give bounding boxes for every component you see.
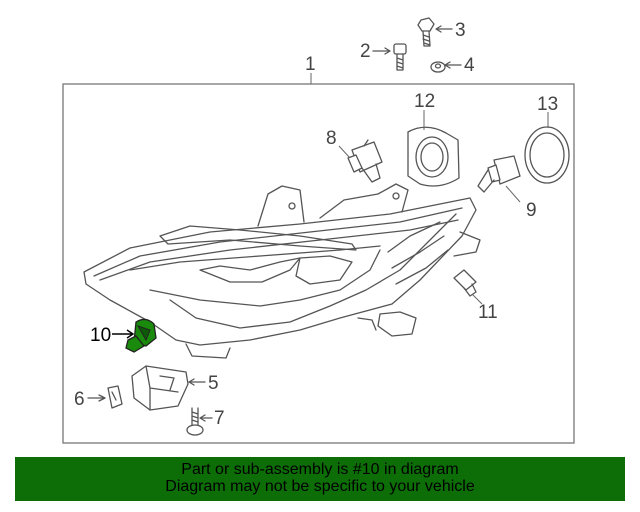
callout-7: 7 xyxy=(214,408,225,429)
callout-9: 9 xyxy=(526,200,537,221)
callout-3: 3 xyxy=(455,20,466,41)
arrow-2 xyxy=(372,47,391,55)
part-3-screw[interactable] xyxy=(417,17,435,47)
arrow-4 xyxy=(444,61,462,69)
part-11-bulb[interactable] xyxy=(453,269,477,297)
headlamp-parts-diagram: 1 2 3 4 12 13 8 xyxy=(62,17,575,444)
callout-2: 2 xyxy=(360,41,371,62)
arrow-6 xyxy=(87,394,106,402)
part-2-bolt[interactable] xyxy=(393,43,407,71)
callout-13: 13 xyxy=(537,94,558,115)
callout-1: 1 xyxy=(305,54,316,75)
arrow-3 xyxy=(435,25,453,33)
callout-6: 6 xyxy=(74,389,85,410)
part-8-bulb[interactable] xyxy=(347,139,383,183)
banner-line-2: Diagram may not be specific to your vehi… xyxy=(165,478,475,495)
callout-4: 4 xyxy=(464,55,475,76)
arrow-7 xyxy=(199,414,213,422)
part-7-screw[interactable] xyxy=(186,407,204,436)
part-4-nut[interactable] xyxy=(430,61,446,73)
arrow-5 xyxy=(188,378,206,386)
part-13-cap[interactable] xyxy=(524,126,570,184)
callout-5: 5 xyxy=(208,373,219,394)
part-10-socket-highlighted[interactable] xyxy=(125,318,157,353)
part-12-socket[interactable] xyxy=(407,126,460,187)
leader-9 xyxy=(505,185,521,203)
arrow-10 xyxy=(112,329,135,339)
part-9-bulb[interactable] xyxy=(477,155,521,193)
callout-8: 8 xyxy=(326,128,337,149)
callout-11: 11 xyxy=(478,302,498,323)
part-6-clip[interactable] xyxy=(107,385,123,409)
callout-12: 12 xyxy=(414,91,435,112)
part-5-bracket[interactable] xyxy=(131,365,189,411)
info-banner: Part or sub-assembly is #10 in diagram D… xyxy=(15,457,625,501)
leader-8 xyxy=(338,145,351,159)
callout-10: 10 xyxy=(90,325,111,346)
leader-11 xyxy=(471,293,483,305)
banner-line-1: Part or sub-assembly is #10 in diagram xyxy=(181,461,459,478)
